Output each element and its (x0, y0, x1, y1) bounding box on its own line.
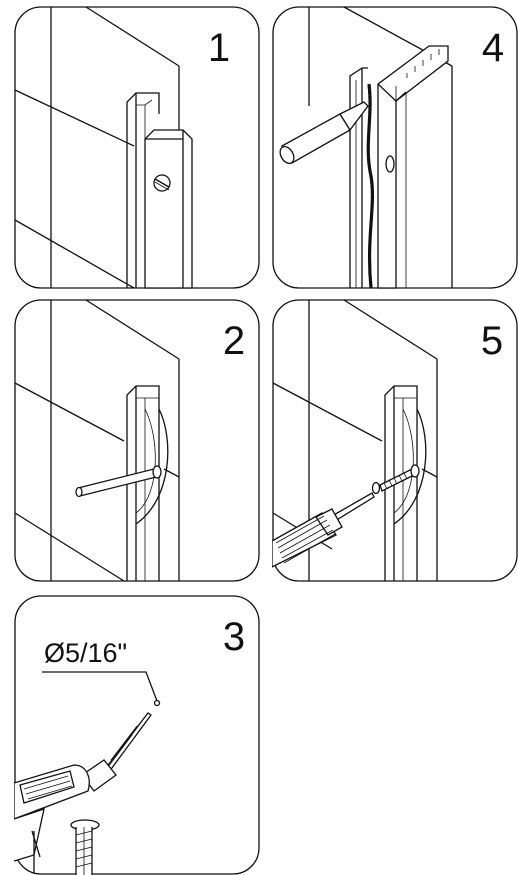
step-number: 4 (482, 26, 504, 70)
wall-plug-icon (70, 819, 100, 875)
nail-icon (75, 465, 162, 498)
step-number: 2 (223, 319, 245, 363)
screwdriver-icon (272, 492, 375, 568)
step-4-panel: 4 (272, 6, 518, 289)
step-3-illustration: Ø5/16" 3 (14, 595, 260, 875)
hole-diameter-label: Ø5/16" (44, 638, 127, 668)
dimension-leader (42, 671, 158, 702)
step-2-illustration: 2 (14, 299, 260, 582)
screw-icon (371, 464, 420, 495)
screw-icon (153, 174, 171, 192)
step-1-panel: 1 (14, 6, 260, 289)
hole-marker (153, 699, 161, 707)
step-3-panel: Ø5/16" 3 (14, 595, 260, 875)
step-5-panel: 5 (272, 299, 518, 582)
step-number: 1 (208, 26, 230, 70)
step-2-panel: 2 (14, 299, 260, 582)
glue-applicator-icon (279, 101, 369, 165)
step-number: 5 (481, 319, 503, 363)
step-number: 3 (223, 615, 245, 659)
step-1-illustration: 1 (14, 6, 260, 289)
drill-icon (14, 712, 152, 873)
step-4-illustration: 4 (272, 6, 518, 289)
step-5-illustration: 5 (272, 299, 518, 582)
